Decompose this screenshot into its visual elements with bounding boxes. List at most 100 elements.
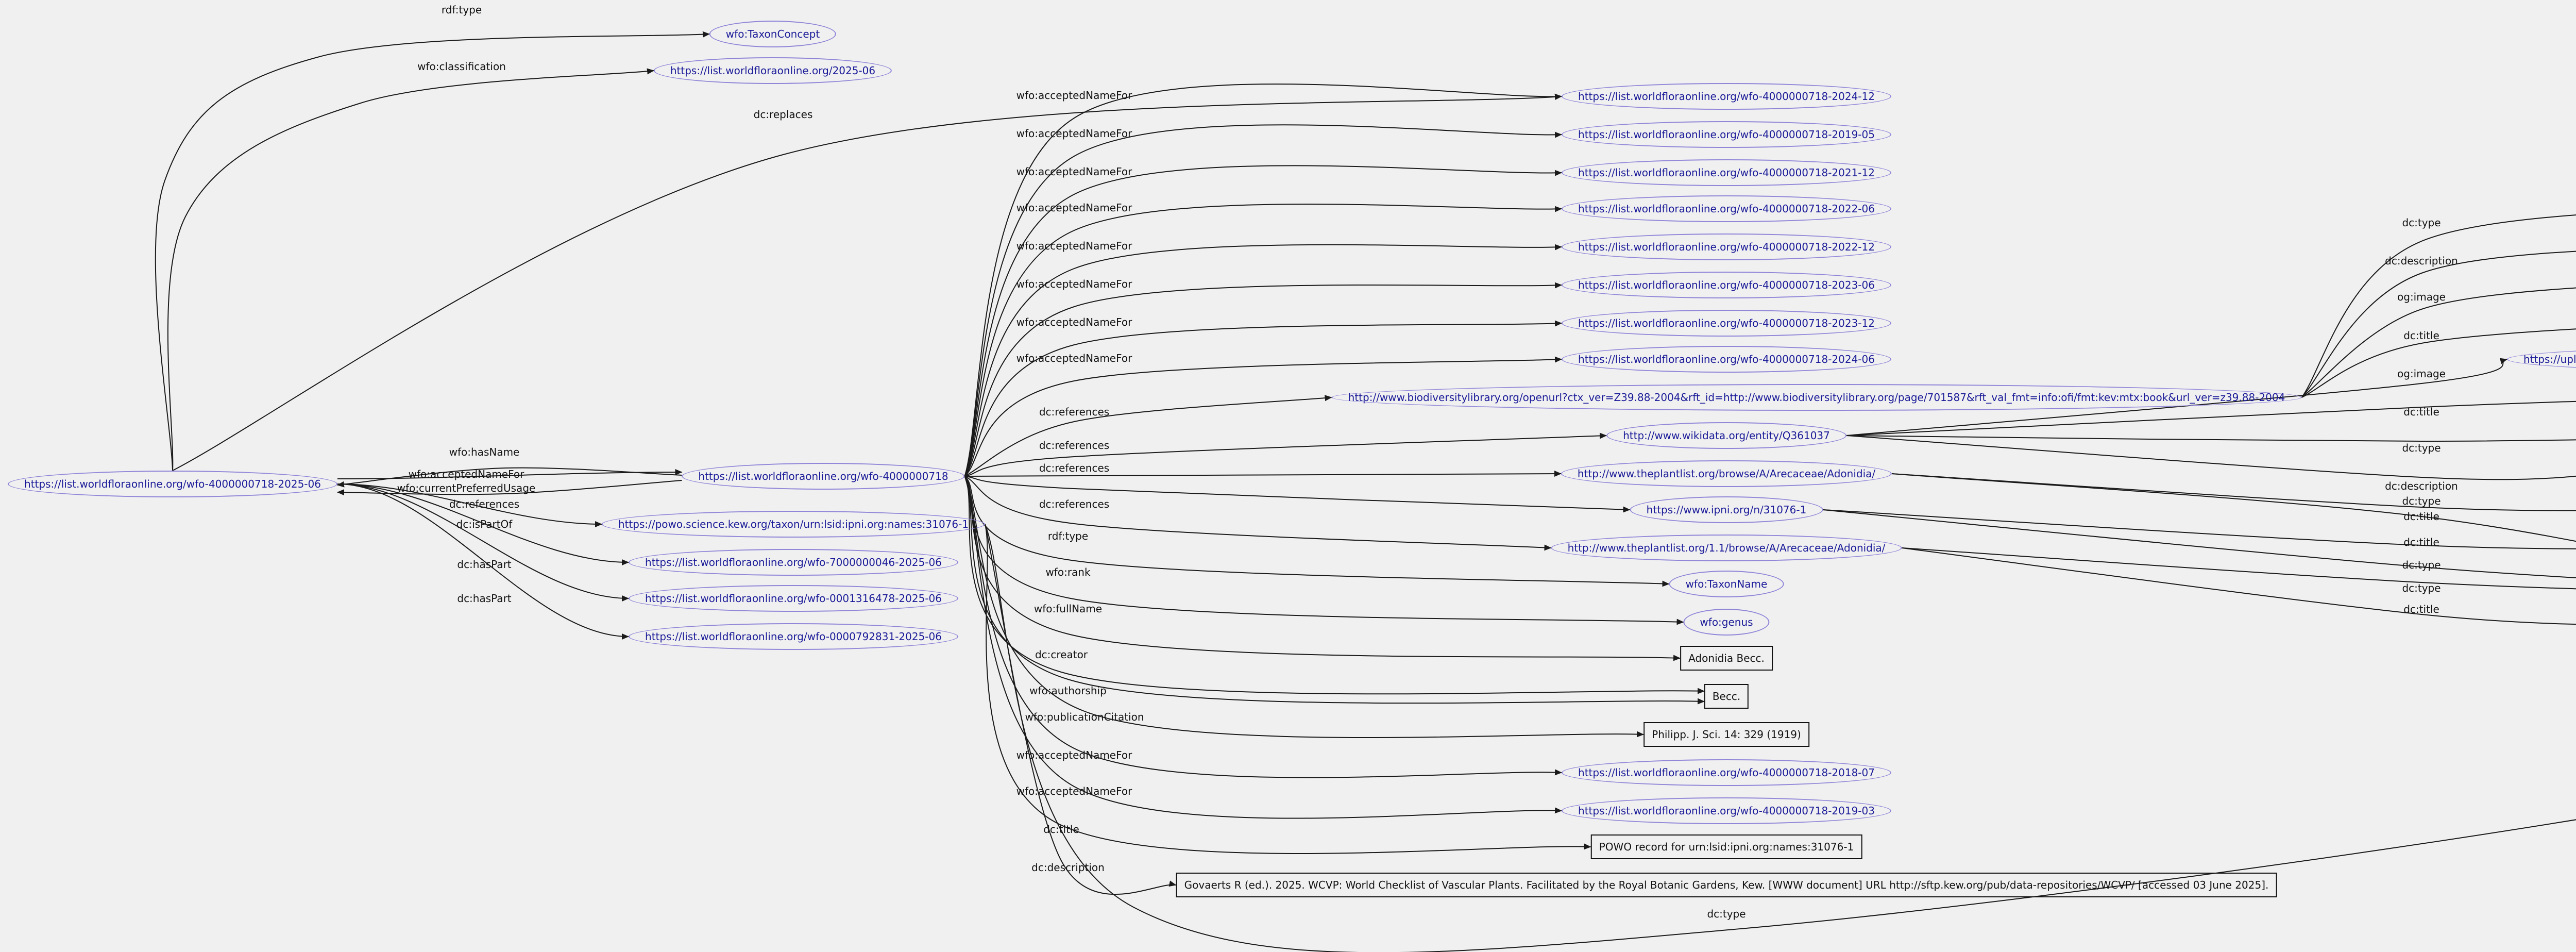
edge-label-name_718-dc-references: dc:references [1039,462,1110,474]
node-powo[interactable]: https://powo.science.kew.org/taxon/urn:l… [601,511,986,538]
edge-concept_2025_06-to-child_0000792831 [337,483,629,640]
edge-name_718-to-v2021_12 [964,165,1562,477]
edge-label-powo-dc-description: dc:description [1031,861,1105,874]
edge-wikidata_q361037-to-img_beccari [1846,358,2507,436]
edge-label-ipni_31076-dc-title: dc:title [2403,536,2439,548]
edge-openurl_bhl-to-img_pagethumb [2301,287,2576,398]
node-v2022_06[interactable]: https://list.worldfloraonline.org/wfo-40… [1562,195,1891,222]
edge-label-wikidata_q361037-dc-description: dc:description [2385,480,2458,492]
edge-openurl_bhl-to-lit_literature [2301,214,2576,398]
edge-label-concept_2025_06-wfo-classification: wfo:classification [417,60,506,73]
edge-wikidata_q361037-to-lit_beccari_title [1846,400,2576,436]
edge-concept_2025_06-to-child_0001316478 [337,483,629,602]
node-lit_fullname: Adonidia Becc. [1680,646,1773,671]
node-ipni_31076[interactable]: https://www.ipni.org/n/31076-1 [1630,496,1823,523]
edge-name_718-to-lit_pubcitation [964,476,1644,738]
node-lit_pubcitation: Philipp. J. Sci. 14: 329 (1919) [1643,722,1809,747]
edge-label-concept_2025_06-dc-hasPart: dc:hasPart [457,558,512,571]
edge-label-tpl_11-dc-type: dc:type [2402,582,2441,594]
node-tpl_11[interactable]: http://www.theplantlist.org/1.1/browse/A… [1551,535,1902,561]
edge-label-name_718-wfo-rank: wfo:rank [1045,566,1091,578]
edge-name_718-to-openurl_bhl [964,395,1332,477]
edge-label-name_718-wfo-acceptedNameFor: wfo:acceptedNameFor [1016,165,1132,178]
edge-name_718-to-v2023_06 [964,282,1562,477]
edge-tpl_11-to-lit_database [1902,547,2576,590]
node-v2019_05[interactable]: https://list.worldfloraonline.org/wfo-40… [1562,121,1891,148]
node-v2022_12[interactable]: https://list.worldfloraonline.org/wfo-40… [1562,233,1891,260]
edge-label-concept_2025_06-wfo-hasName: wfo:hasName [449,446,520,458]
edge-tpl_browse-to-lit_tpl10_title [1891,473,2576,511]
edge-name_718-to-v2022_06 [964,204,1562,477]
node-class_taxonname[interactable]: wfo:TaxonName [1669,571,1784,597]
edge-label-name_718-rdf-type: rdf:type [1047,530,1089,542]
node-classification_2025_06[interactable]: https://list.worldfloraonline.org/2025-0… [653,57,892,84]
edge-name_718-to-concept_2025_06 [337,467,682,488]
edge-label-openurl_bhl-dc-description: dc:description [2385,255,2458,267]
edge-label-tpl_browse-dc-type: dc:type [2402,495,2441,507]
edge-label-name_718-wfo-acceptedNameFor: wfo:acceptedNameFor [1016,352,1132,364]
edge-tpl_browse-to-lit_database [1891,473,2576,542]
node-v2021_12[interactable]: https://list.worldfloraonline.org/wfo-40… [1562,159,1891,186]
node-v2023_06[interactable]: https://list.worldfloraonline.org/wfo-40… [1562,272,1891,298]
node-lit_authorship: Becc. [1704,684,1749,709]
node-v2024_12[interactable]: https://list.worldfloraonline.org/wfo-40… [1562,83,1891,110]
edge-label-concept_2025_06-dc-replaces: dc:replaces [753,108,813,121]
edge-concept_2025_06-to-parent_7000000046 [337,483,629,565]
edge-label-openurl_bhl-dc-type: dc:type [2402,216,2441,229]
edge-concept_2025_06-to-classification_2025_06 [167,68,654,471]
node-child_0000792831[interactable]: https://list.worldfloraonline.org/wfo-00… [629,623,958,650]
node-v2023_12[interactable]: https://list.worldfloraonline.org/wfo-40… [1562,310,1891,337]
edge-label-name_718-dc-creator: dc:creator [1035,648,1088,661]
edge-name_718-to-v2018_07 [964,476,1562,778]
node-wikidata_q361037[interactable]: http://www.wikidata.org/entity/Q361037 [1606,422,1846,449]
edge-label-openurl_bhl-og-image: og:image [2397,291,2446,303]
edge-ipni_31076-to-lit_ipni_title [1823,509,2576,549]
edge-label-name_718-wfo-acceptedNameFor: wfo:acceptedNameFor [1016,240,1132,252]
edge-label-name_718-wfo-publicationCitation: wfo:publicationCitation [1025,711,1144,723]
edge-tpl_11-to-lit_tpl11_title [1902,547,2576,625]
edge-name_718-to-v2019_05 [964,124,1562,477]
edge-label-ipni_31076-dc-type: dc:type [2402,559,2441,571]
node-parent_7000000046[interactable]: https://list.worldfloraonline.org/wfo-70… [629,549,958,576]
edge-wikidata_q361037-to-lit_becc_desc [1846,435,2576,480]
edge-label-powo-dc-title: dc:title [1043,823,1079,836]
node-class_taxonconcept[interactable]: wfo:TaxonConcept [709,21,837,47]
node-v2019_03[interactable]: https://list.worldfloraonline.org/wfo-40… [1562,797,1891,824]
edge-name_718-to-v2019_03 [964,476,1562,819]
edge-name_718-to-wikidata_q361037 [964,432,1607,477]
node-tpl_browse[interactable]: http://www.theplantlist.org/browse/A/Are… [1561,460,1892,487]
edge-label-concept_2025_06-rdf-type: rdf:type [441,4,482,16]
edge-label-name_718-dc-references: dc:references [1039,498,1110,510]
edge-name_718-to-lit_fullname [964,476,1681,661]
edge-label-name_718-wfo-acceptedNameFor: wfo:acceptedNameFor [1016,749,1132,761]
node-v2024_06[interactable]: https://list.worldfloraonline.org/wfo-40… [1562,346,1891,373]
edge-wikidata_q361037-to-lit_person [1846,435,2576,442]
edge-label-concept_2025_06-dc-references: dc:references [449,498,520,510]
edge-name_718-to-tpl_browse [964,471,1562,477]
node-class_genus[interactable]: wfo:genus [1683,609,1770,636]
edge-name_718-to-concept_2025_06 [337,480,682,496]
node-concept_2025_06[interactable]: https://list.worldfloraonline.org/wfo-40… [8,471,337,497]
edge-label-wikidata_q361037-og-image: og:image [2397,368,2446,380]
edge-label-concept_2025_06-dc-hasPart: dc:hasPart [457,592,512,605]
edge-openurl_bhl-to-lit_philipp_title [2301,328,2576,398]
edge-name_718-to-lit_authorship [964,476,1705,705]
node-lit_powo_desc: Govaerts R (ed.). 2025. WCVP: World Chec… [1176,873,2277,897]
node-v2018_07[interactable]: https://list.worldfloraonline.org/wfo-40… [1562,759,1891,786]
edge-label-name_718-wfo-acceptedNameFor: wfo:acceptedNameFor [408,468,524,480]
edge-label-powo-dc-type: dc:type [1707,908,1746,920]
node-name_718[interactable]: https://list.worldfloraonline.org/wfo-40… [682,463,965,490]
edge-label-wikidata_q361037-dc-title: dc:title [2403,406,2439,418]
edge-label-name_718-wfo-acceptedNameFor: wfo:acceptedNameFor [1016,202,1132,214]
edge-name_718-to-lit_authorship [964,476,1705,695]
edge-concept_2025_06-to-v2024_12 [172,93,1562,471]
edge-label-name_718-wfo-fullName: wfo:fullName [1033,603,1103,615]
node-lit_powo_title: POWO record for urn:lsid:ipni.org:names:… [1590,834,1862,859]
edge-label-openurl_bhl-dc-title: dc:title [2403,329,2439,342]
edge-label-name_718-dc-references: dc:references [1039,439,1110,452]
edge-name_718-to-v2022_12 [964,244,1562,477]
node-child_0001316478[interactable]: https://list.worldfloraonline.org/wfo-00… [629,585,958,612]
node-openurl_bhl[interactable]: http://www.biodiversitylibrary.org/openu… [1331,384,2302,411]
